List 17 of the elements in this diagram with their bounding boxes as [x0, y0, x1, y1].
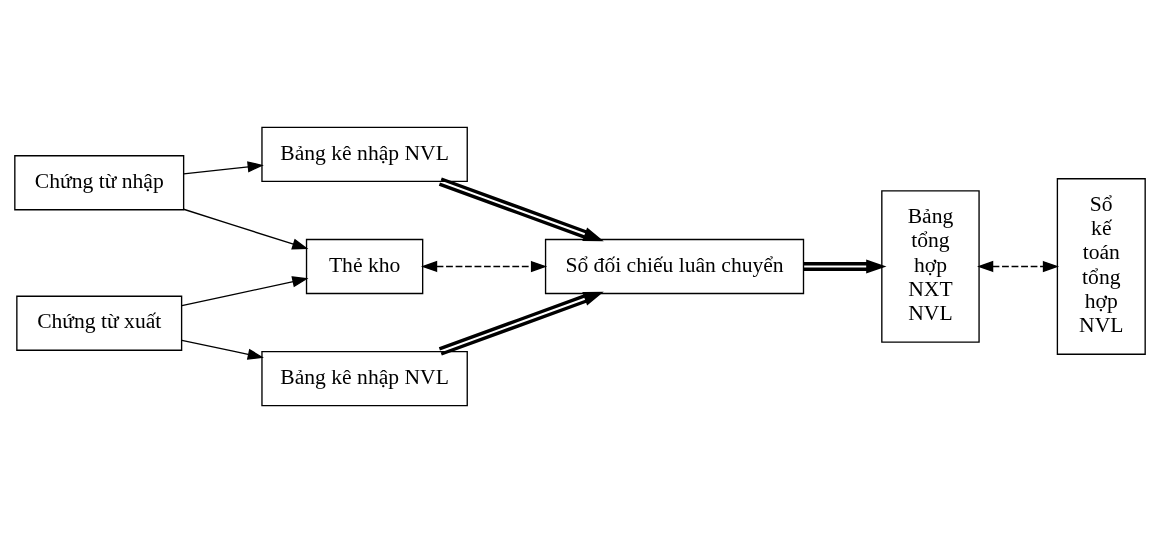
node-box: Sổ kế toán tổng hợp NVL [1056, 178, 1146, 355]
arrow [803, 259, 887, 274]
node-box: Bảng kê nhập NVL [261, 126, 468, 183]
node-box: Bảng tổng hợp NXT NVL [881, 190, 980, 343]
node-box: Thẻ kho [305, 238, 424, 295]
arrow [977, 260, 1060, 273]
arrow [181, 276, 309, 307]
arrow [181, 339, 264, 360]
node-box: Sổ đối chiếu luân chuyển [544, 238, 805, 295]
node-box: Chứng từ nhập [14, 155, 185, 211]
arrow [420, 260, 548, 273]
node-box: Bảng kê nhập NVL [261, 350, 468, 407]
arrow [438, 291, 604, 356]
arrow [438, 177, 604, 242]
arrow [183, 161, 264, 175]
node-box: Chứng từ xuất [16, 295, 183, 351]
arrow [183, 208, 309, 250]
